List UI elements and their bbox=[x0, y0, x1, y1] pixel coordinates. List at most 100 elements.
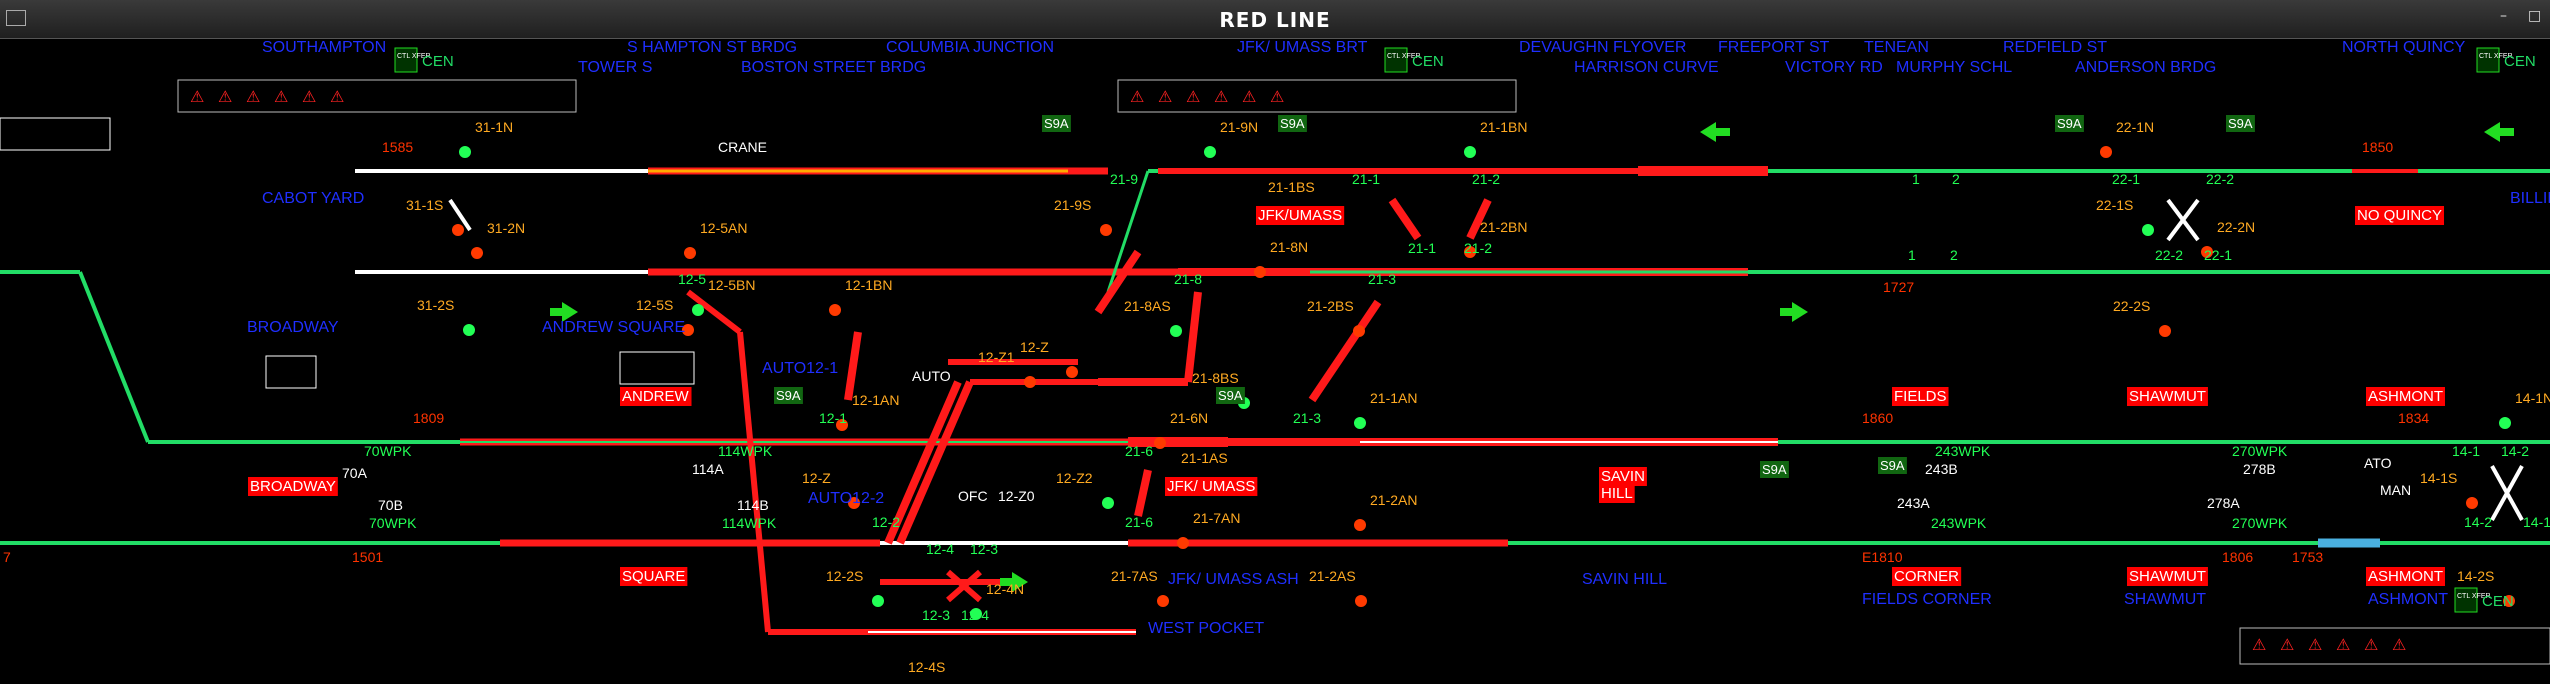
panel-warning-icon[interactable]: ⚠ bbox=[2336, 637, 2350, 654]
signal-lamp[interactable] bbox=[682, 324, 694, 336]
ctl-xfer-badge[interactable] bbox=[2476, 47, 2500, 73]
switch-label: 14-1 bbox=[2523, 514, 2550, 530]
signal-lamp[interactable] bbox=[1024, 376, 1036, 388]
signal-label: 21-2AN bbox=[1370, 492, 1417, 508]
panel-warning-icon[interactable]: ⚠ bbox=[1158, 89, 1172, 106]
signal-lamp[interactable] bbox=[1254, 266, 1266, 278]
ctl-xfer-badge[interactable] bbox=[1384, 47, 1408, 73]
switch-label: 21-1 bbox=[1408, 240, 1436, 256]
signal-label: 14-2S bbox=[2457, 568, 2494, 584]
signal-lamp[interactable] bbox=[2503, 595, 2515, 607]
switch-label: 21-3 bbox=[1293, 410, 1321, 426]
signal-lamp[interactable] bbox=[1177, 537, 1189, 549]
panel-warning-icon[interactable]: ⚠ bbox=[2280, 637, 2294, 654]
ctl-xfer-text: CTL XFER bbox=[397, 53, 431, 60]
signal-lamp[interactable] bbox=[1354, 417, 1366, 429]
route-tag: S9A bbox=[1044, 116, 1069, 131]
signal-label: 31-2N bbox=[487, 220, 525, 236]
track-second bbox=[0, 268, 2550, 443]
alert-label: FIELDS bbox=[1894, 388, 1947, 405]
ctl-xfer-text: CTL XFER bbox=[2479, 53, 2513, 60]
wpk-label: 114WPK bbox=[722, 515, 777, 531]
panel-warning-icon[interactable]: ⚠ bbox=[2364, 637, 2378, 654]
station-label: WEST POCKET bbox=[1148, 620, 1264, 637]
signal-lamp[interactable] bbox=[463, 324, 475, 336]
panel-warning-icon[interactable]: ⚠ bbox=[218, 89, 232, 106]
station-label: ANDREW SQUARE bbox=[542, 319, 685, 336]
switch-label: 12-3 bbox=[922, 607, 950, 623]
signal-lamp[interactable] bbox=[684, 247, 696, 259]
alert-label: JFK/UMASS bbox=[1258, 207, 1342, 224]
station-label: S HAMPTON ST BRDG bbox=[627, 39, 797, 56]
alert-label: SHAWMUT bbox=[2129, 388, 2206, 405]
signal-lamp[interactable] bbox=[2159, 325, 2171, 337]
ctl-center-text: CEN bbox=[1412, 53, 1444, 70]
white-label: 114B bbox=[737, 497, 769, 513]
station-label: HARRISON CURVE bbox=[1574, 59, 1719, 76]
signal-lamp[interactable] bbox=[1464, 146, 1476, 158]
signal-lamp[interactable] bbox=[970, 608, 982, 620]
yard-boxes bbox=[0, 117, 695, 389]
track-number: 1834 bbox=[2398, 410, 2429, 426]
panel-warning-icon[interactable]: ⚠ bbox=[330, 89, 344, 106]
signal-lamp[interactable] bbox=[692, 304, 704, 316]
signal-lamp[interactable] bbox=[1354, 519, 1366, 531]
panel-warning-icon[interactable]: ⚠ bbox=[1242, 89, 1256, 106]
signal-lamp[interactable] bbox=[2100, 146, 2112, 158]
signal-lamp[interactable] bbox=[1100, 224, 1112, 236]
switch-label: 12-1 bbox=[819, 410, 847, 426]
route-tag-box bbox=[2055, 115, 2084, 132]
panel-warning-icon[interactable]: ⚠ bbox=[246, 89, 260, 106]
signal-lamp[interactable] bbox=[872, 595, 884, 607]
signal-lamp[interactable] bbox=[1464, 246, 1476, 258]
signal-lamp[interactable] bbox=[452, 224, 464, 236]
window-title: RED LINE bbox=[1219, 8, 1331, 32]
switch-label: 21-2 bbox=[1464, 240, 1492, 256]
signal-lamp[interactable] bbox=[1157, 595, 1169, 607]
station-label: ANDERSON BRDG bbox=[2075, 59, 2216, 76]
signal-lamp[interactable] bbox=[1353, 325, 1365, 337]
signal-lamp[interactable] bbox=[1170, 325, 1182, 337]
signal-lamp[interactable] bbox=[459, 146, 471, 158]
panel-warning-icon[interactable]: ⚠ bbox=[274, 89, 288, 106]
signal-lamp[interactable] bbox=[1355, 595, 1367, 607]
maximize-button[interactable]: □ bbox=[2528, 8, 2542, 24]
signal-lamp[interactable] bbox=[471, 247, 483, 259]
station-label: BILLINGS bbox=[2510, 190, 2550, 207]
minimize-button[interactable]: – bbox=[2500, 8, 2507, 24]
signal-label: 31-1S bbox=[406, 197, 443, 213]
switch-label: 12-4 bbox=[926, 541, 954, 557]
alert-label-box bbox=[2127, 567, 2208, 586]
panel-warning-icon[interactable]: ⚠ bbox=[1270, 89, 1284, 106]
panel-warning-icon[interactable]: ⚠ bbox=[190, 89, 204, 106]
signal-lamp[interactable] bbox=[2499, 417, 2511, 429]
panel-warning-icon[interactable]: ⚠ bbox=[1186, 89, 1200, 106]
signal-label: 21-2AS bbox=[1309, 568, 1356, 584]
signal-lamp[interactable] bbox=[1204, 146, 1216, 158]
signal-lamp[interactable] bbox=[829, 304, 841, 316]
ctl-xfer-badge[interactable] bbox=[394, 47, 418, 73]
switch-label: 1 bbox=[1908, 247, 1916, 263]
signal-lamp[interactable] bbox=[836, 419, 848, 431]
signal-lamp[interactable] bbox=[1154, 437, 1166, 449]
panel-warning-icon[interactable]: ⚠ bbox=[2308, 637, 2322, 654]
panel-warning-icon[interactable]: ⚠ bbox=[302, 89, 316, 106]
signal-lamp[interactable] bbox=[1102, 497, 1114, 509]
panel-warning-icon[interactable]: ⚠ bbox=[1130, 89, 1144, 106]
signal-lamp[interactable] bbox=[2201, 246, 2213, 258]
ctl-center-text: CEN bbox=[2504, 53, 2536, 70]
switch-label: 22-2 bbox=[2206, 171, 2234, 187]
ctl-xfer-badge[interactable] bbox=[2454, 587, 2478, 613]
panel-warning-icon[interactable]: ⚠ bbox=[1214, 89, 1228, 106]
signal-lamp[interactable] bbox=[2466, 497, 2478, 509]
signal-lamp[interactable] bbox=[1066, 366, 1078, 378]
alert-label: CORNER bbox=[1894, 568, 1959, 585]
signal-label: 12-5AN bbox=[700, 220, 747, 236]
signal-lamp[interactable] bbox=[848, 497, 860, 509]
signal-lamp[interactable] bbox=[2142, 224, 2154, 236]
station-label: AUTO12-2 bbox=[808, 490, 884, 507]
panel-warning-icon[interactable]: ⚠ bbox=[2252, 637, 2266, 654]
panel-warning-icon[interactable]: ⚠ bbox=[2392, 637, 2406, 654]
